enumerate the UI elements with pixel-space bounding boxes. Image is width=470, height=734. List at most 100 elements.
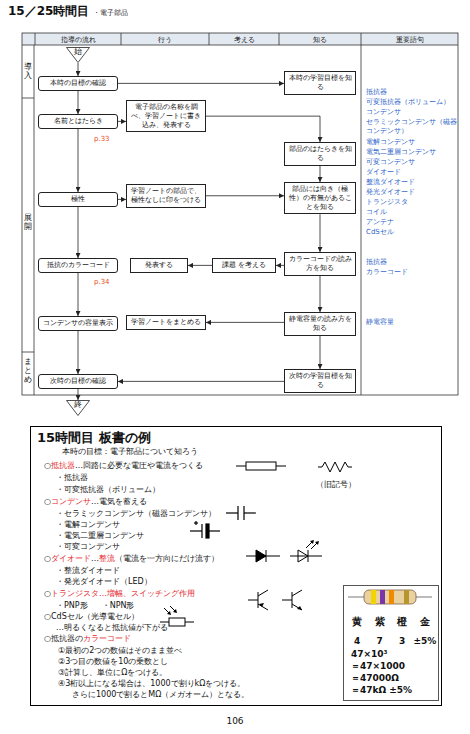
- triangle-outline: [67, 48, 90, 63]
- board-text: ・セラミックコンデンサ（磁器コンデンサ）: [56, 509, 216, 519]
- board-text: （電流を一方向にだけ流す）: [115, 554, 219, 564]
- board-text: ・抵抗器: [56, 473, 88, 483]
- key-term: アンテナ: [366, 218, 394, 227]
- flow-arrow: [78, 389, 79, 400]
- flow-table: [361, 33, 362, 395]
- flow-arrow: [320, 214, 321, 252]
- board-text: ・NPN形: [102, 601, 135, 611]
- activity-box: 部品には向き（極性）の有無があることを知る: [284, 182, 356, 214]
- page-reference: p.34: [94, 278, 110, 287]
- node-text: 電子部品の名称を調べ、学習ノートに書き込み、発表する: [130, 103, 202, 129]
- row-band-label: 導入: [24, 63, 32, 81]
- board-text: ○トランジスタ…増幅、スイッチング作用: [44, 589, 195, 599]
- key-term: 発光ダイオード: [366, 188, 415, 197]
- board-text: さらに1000で割るとMΩ（メガオーム）となる。: [72, 690, 249, 700]
- activity-box: 発表する: [130, 258, 188, 273]
- key-term: コンデンサ: [366, 108, 458, 117]
- node-text: 学習ノートの部品で、極性なしに印をつける: [130, 187, 202, 205]
- flow-arrow: [118, 381, 284, 382]
- npn-transistor-symbol: [292, 590, 302, 596]
- board-text: ・抵抗器: [56, 473, 88, 483]
- board-text: （旧記号）: [316, 480, 356, 490]
- board-text: 本時の目標：電子部品について知ろう: [62, 447, 198, 457]
- key-term: アンテナ: [366, 218, 458, 227]
- column-header: 行う: [158, 35, 172, 45]
- flow-arrow: [320, 336, 321, 370]
- color-code-resistor: [348, 590, 432, 604]
- page-reference: p.33: [94, 135, 110, 144]
- cds-cell-symbol: [164, 608, 170, 614]
- page-heading: 15／25時間目・電子部品: [8, 3, 128, 20]
- key-term: 可変抵抗器（ボリューム）: [366, 98, 458, 107]
- key-term: 発光ダイオード: [366, 188, 458, 197]
- led-symbol: [290, 556, 322, 557]
- flow-arrow: [276, 265, 284, 266]
- flow-arrow: [118, 199, 126, 200]
- board-text: さらに1000で割るとMΩ（メガオーム）となる。: [72, 690, 249, 700]
- flow-arrow: [78, 207, 79, 258]
- board-text: ①最初の2つの数値はそのまま並べ: [58, 646, 182, 656]
- node-text: コンデンサの容量表示: [42, 319, 114, 328]
- node-text: 課題 を考える: [216, 261, 272, 270]
- color-code-text: 橙: [391, 616, 414, 628]
- flow-table: [22, 352, 34, 353]
- node-text: 学習ノートをまとめる: [130, 318, 202, 327]
- board-text: ダイオード: [51, 554, 91, 564]
- board-text: ・電気二重層コンデンサ: [56, 531, 144, 541]
- diode-symbol: [256, 550, 266, 562]
- flow-arrow: [78, 91, 79, 114]
- flow-arrow: [320, 276, 321, 313]
- board-text: …: [91, 554, 99, 564]
- page-title: 15／25時間目: [8, 3, 89, 20]
- capacitor-symbol: [226, 506, 256, 520]
- flow-step-box: 本時の目標の確認: [38, 76, 118, 91]
- pnp-transistor-symbol: [258, 590, 268, 596]
- electrolytic-capacitor-symbol: [195, 521, 196, 525]
- board-text: ・可変コンデンサ: [56, 542, 120, 552]
- flow-arrow: [188, 265, 212, 266]
- key-term: コイル: [366, 208, 387, 217]
- column-header: 知る: [313, 35, 327, 45]
- key-term: ダイオード: [366, 168, 458, 177]
- board-text: コンデンサ: [51, 497, 91, 507]
- board-text: カラーコード: [83, 634, 131, 644]
- board-text: ○ダイオード…整流（電流を一方向にだけ流す）: [44, 554, 219, 564]
- activity-box: カラーコードの読み方を知る: [284, 252, 356, 276]
- color-code-text: 3: [391, 635, 414, 647]
- key-term: 抵抗器: [366, 88, 387, 97]
- board-text: ・電解コンデンサ: [56, 520, 120, 530]
- led-symbol: [311, 542, 318, 549]
- color-code-text: 金: [414, 616, 437, 628]
- key-term: 可変コンデンサ: [366, 158, 458, 167]
- terminal-triangle: 終: [66, 400, 90, 416]
- color-code-text: ±5%: [414, 635, 437, 647]
- board-text: ・可変コンデンサ: [56, 542, 120, 552]
- led-symbol: [308, 550, 309, 562]
- key-term: カラーコード: [366, 268, 408, 277]
- capacitor-symbol: [237, 506, 238, 520]
- node-text: 抵抗のカラーコード: [42, 261, 114, 270]
- color-code-text: ＝47×1000: [346, 660, 436, 672]
- board-text: ○CdSセル（光導電セル）: [44, 612, 139, 622]
- board-text: ○: [44, 461, 51, 471]
- node-text: 静電容量の読み方を知る: [288, 315, 352, 333]
- board-text: ・整流ダイオード: [56, 566, 120, 576]
- electrolytic-capacitor-symbol: [190, 530, 202, 531]
- activity-box: 部品のはたらきを知る: [284, 142, 356, 166]
- color-code-resistor: [371, 590, 376, 604]
- key-term: トランジスタ: [366, 198, 458, 207]
- key-term: 電解コンデンサ: [366, 138, 458, 147]
- board-text: ・電気二重層コンデンサ: [56, 531, 144, 541]
- subtitle: ・電子部品: [93, 8, 128, 18]
- board-text: …電気を蓄える: [91, 497, 147, 507]
- pnp-transistor-symbol: [248, 600, 258, 601]
- key-term: 電気二重層コンデンサ: [366, 148, 458, 157]
- electrolytic-capacitor-symbol: [206, 524, 209, 538]
- led-symbol: [315, 541, 319, 545]
- board-text: ○抵抗器のカラーコード: [44, 634, 131, 644]
- led-symbol: [310, 540, 314, 544]
- row-band-label: まとめ: [24, 358, 32, 384]
- board-text: ③計算し、単位にΩをつける。: [58, 668, 167, 678]
- flow-table: [35, 33, 36, 45]
- board-text: ○CdSセル（光導電セル）: [44, 612, 139, 622]
